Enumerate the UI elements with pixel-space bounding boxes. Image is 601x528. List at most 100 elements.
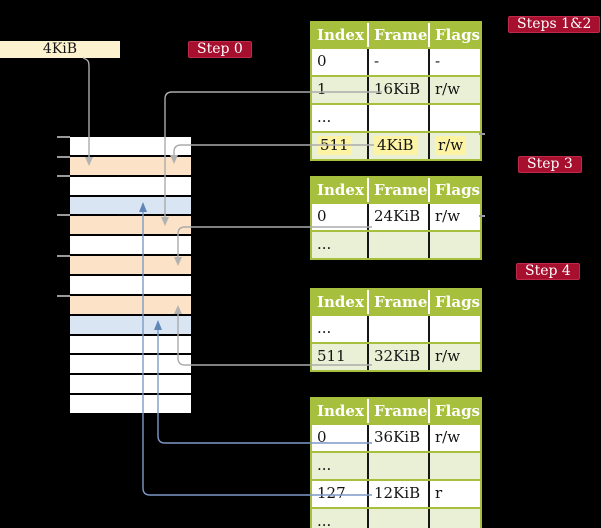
table-cell <box>430 509 480 528</box>
table-cell <box>430 232 480 258</box>
table-cell: ... <box>312 453 369 479</box>
column-header-frame: Frame <box>369 399 430 423</box>
table-cell <box>369 509 430 528</box>
column-header-flags: Flags <box>435 293 480 311</box>
memory-frame-row-10 <box>70 335 191 356</box>
column-header-index: Index <box>312 178 369 202</box>
table-cell: r/w <box>430 133 480 159</box>
table-edge-stub-0 <box>479 133 485 135</box>
memory-frame-row-6 <box>70 256 191 277</box>
memory-frame-row-9 <box>70 315 191 336</box>
table-cell: ... <box>312 509 369 528</box>
step-4-label: Step 4 <box>516 263 580 280</box>
step-3-label: Step 3 <box>518 156 582 173</box>
table-row: 511 4KiB r/w <box>312 131 480 159</box>
table-cell <box>430 105 480 131</box>
table-cell: ... <box>312 105 369 131</box>
table-cell <box>369 232 430 258</box>
page-table-base-box: 4KiB <box>0 41 120 58</box>
step-3-text: Step 3 <box>527 156 573 172</box>
column-header-frame: Frame <box>369 290 430 314</box>
column-header-flags: Flags <box>435 181 480 199</box>
memory-frame-row-5 <box>70 236 191 257</box>
table-row: ... <box>312 230 480 258</box>
step-4-text: Step 4 <box>525 263 571 279</box>
physical-memory-column <box>70 137 191 414</box>
table-row: ... <box>312 507 480 528</box>
column-header-flags: Flags <box>435 402 480 420</box>
memory-frame-row-3 <box>70 196 191 217</box>
column-header-index: Index <box>312 399 369 423</box>
table-cell: r/w <box>435 347 461 365</box>
table-edge-stub-1 <box>479 215 485 217</box>
table-cell: 4KiB <box>369 133 430 159</box>
table-cell: 36KiB <box>369 425 430 451</box>
highlighted-value: 511 <box>317 136 352 155</box>
address-tick-0 <box>57 136 70 138</box>
table-row: ... <box>312 103 480 131</box>
column-header-frame: Frame <box>369 178 430 202</box>
table-row: ... <box>312 451 480 479</box>
table-cell: r/w <box>435 207 461 225</box>
table-cell: 511 <box>312 344 369 370</box>
step-0-text: Step 0 <box>197 41 243 57</box>
memory-frame-row-4 <box>70 216 191 237</box>
memory-frame-row-1 <box>70 156 191 177</box>
step-0-label: Step 0 <box>188 41 252 58</box>
table-cell: - <box>369 49 430 75</box>
column-header-index: Index <box>312 290 369 314</box>
table-cell <box>430 316 480 342</box>
table-cell <box>369 105 430 131</box>
memory-frame-row-13 <box>70 395 191 414</box>
table-cell: ... <box>312 316 369 342</box>
table-cell: 0 <box>312 204 369 230</box>
steps-1-2-text: Steps 1&2 <box>517 16 592 32</box>
table-cell: - <box>435 52 441 70</box>
table-cell <box>369 316 430 342</box>
column-header-flags: Flags <box>435 26 480 44</box>
table-cell: 32KiB <box>369 344 430 370</box>
table-cell: 0 <box>312 49 369 75</box>
table-row: ... <box>312 314 480 342</box>
page-table-base-label: 4KiB <box>42 41 78 57</box>
column-header-frame: Frame <box>369 23 430 47</box>
highlighted-value: 4KiB <box>374 136 417 155</box>
column-header-index: Index <box>312 23 369 47</box>
memory-frame-row-2 <box>70 176 191 197</box>
address-tick-4 <box>57 255 70 257</box>
address-tick-3 <box>57 214 70 216</box>
table-cell: 12KiB <box>369 481 430 507</box>
table-cell: ... <box>312 232 369 258</box>
table-cell: r/w <box>435 80 461 98</box>
memory-frame-row-0 <box>70 137 191 157</box>
table-cell: 0 <box>312 425 369 451</box>
table-cell <box>430 453 480 479</box>
address-tick-5 <box>57 295 70 297</box>
highlighted-value: r/w <box>435 136 467 155</box>
memory-frame-row-8 <box>70 295 191 316</box>
table-cell: 511 <box>312 133 369 159</box>
address-tick-2 <box>57 175 70 177</box>
address-tick-1 <box>57 156 70 158</box>
table-cell: r/w <box>435 428 461 446</box>
table-cell <box>369 453 430 479</box>
memory-frame-row-11 <box>70 355 191 376</box>
table-cell: 24KiB <box>369 204 430 230</box>
table-cell: 1 <box>312 77 369 103</box>
memory-frame-row-12 <box>70 375 191 396</box>
memory-frame-row-7 <box>70 276 191 296</box>
